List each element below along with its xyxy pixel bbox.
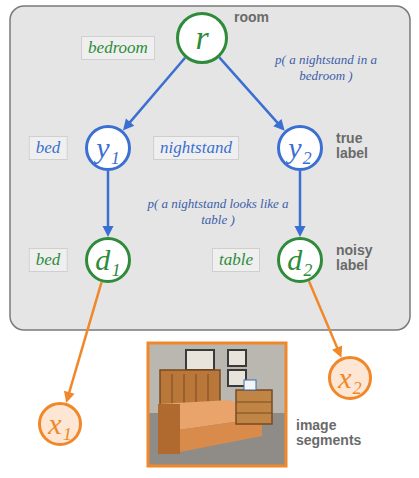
arrow-head bbox=[273, 119, 284, 131]
level-label: room bbox=[234, 10, 294, 25]
variable-circle: r bbox=[176, 12, 228, 64]
dependency-arrow bbox=[299, 171, 302, 229]
dependency-arrow bbox=[107, 171, 110, 229]
dependency-arrow bbox=[309, 281, 338, 350]
dependency-arrow bbox=[68, 282, 101, 395]
label-text: bedroom bbox=[88, 38, 148, 57]
level-label: image segments bbox=[296, 418, 376, 449]
label-text: table bbox=[219, 250, 253, 269]
label-text: bed bbox=[36, 250, 61, 269]
arrow-head bbox=[64, 391, 75, 403]
variable-name: y₂ bbox=[288, 133, 312, 163]
level-label: true label bbox=[336, 131, 384, 162]
arrow-head bbox=[103, 226, 114, 237]
label-tag: bedroom bbox=[81, 36, 155, 60]
variable-name: d₂ bbox=[287, 245, 312, 275]
bedroom-photo bbox=[148, 343, 286, 466]
arrow-head bbox=[123, 119, 134, 131]
label-tag: bed bbox=[29, 136, 68, 160]
variable-name: d₁ bbox=[95, 245, 120, 275]
dependency-arrow bbox=[219, 57, 279, 124]
variable-circle: y₁ bbox=[85, 125, 131, 171]
arrow-head bbox=[295, 226, 306, 237]
dependency-arrow bbox=[128, 58, 185, 125]
probability-label: p( a nightstand looks like a table ) bbox=[146, 196, 290, 227]
label-text: bed bbox=[36, 138, 61, 157]
label-tag: table bbox=[212, 248, 260, 272]
variable-name: y₁ bbox=[96, 133, 120, 163]
probability-label: p( a nightstand in a bedroom ) bbox=[262, 52, 390, 83]
variable-name: r bbox=[195, 21, 208, 55]
variable-name: x₁ bbox=[48, 409, 72, 439]
level-label: noisy label bbox=[336, 243, 390, 274]
label-tag: nightstand bbox=[153, 136, 239, 160]
variable-circle: d₂ bbox=[277, 237, 323, 283]
model-panel bbox=[10, 6, 410, 330]
label-tag: bed bbox=[29, 248, 68, 272]
variable-circle: x₂ bbox=[328, 356, 372, 400]
arrow-head bbox=[332, 345, 342, 357]
variable-circle: d₁ bbox=[85, 237, 131, 283]
variable-circle: y₂ bbox=[277, 125, 323, 171]
variable-name: x₂ bbox=[338, 363, 362, 393]
variable-circle: x₁ bbox=[38, 402, 82, 446]
label-text: nightstand bbox=[160, 138, 232, 157]
